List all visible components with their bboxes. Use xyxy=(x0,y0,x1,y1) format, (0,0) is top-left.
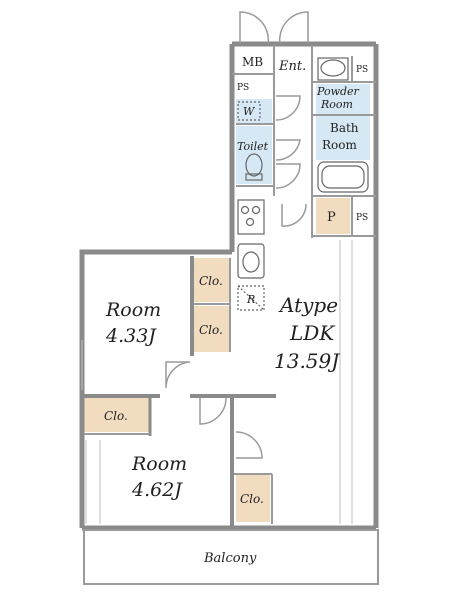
room1-size: 4.33J xyxy=(105,325,157,347)
p-label: P xyxy=(327,210,336,225)
sink-icon xyxy=(320,59,346,77)
storage-areas xyxy=(84,198,350,522)
bath-label-2: Room xyxy=(322,138,357,152)
closet-a-label: Clo. xyxy=(199,274,223,288)
ldk-label-1: Atype xyxy=(278,293,338,317)
powder-label-1: Powder xyxy=(316,85,360,98)
bath-label-1: Bath xyxy=(330,121,359,135)
bath-room xyxy=(316,116,370,160)
refrigerator-icon xyxy=(237,285,265,311)
toilet-label: Toilet xyxy=(237,140,269,153)
toilet-room xyxy=(236,126,272,184)
room2-name: Room xyxy=(131,453,187,475)
ps-label-top-right: PS xyxy=(356,65,368,75)
closet-d xyxy=(236,474,270,522)
ldk-label-3: 13.59J xyxy=(274,349,340,373)
balcony xyxy=(83,529,379,585)
walls xyxy=(79,41,379,531)
toilet-icon xyxy=(245,153,263,177)
stove-icon xyxy=(237,199,265,235)
partitions xyxy=(84,44,376,524)
powder-room xyxy=(316,84,370,114)
ent-label: Ent. xyxy=(278,59,306,74)
pantry xyxy=(316,198,350,234)
balcony-label: Balcony xyxy=(203,551,257,566)
room1-name: Room xyxy=(105,299,161,321)
closet-a xyxy=(194,258,230,302)
mb-label: MB xyxy=(242,55,263,69)
washer-area xyxy=(236,99,272,123)
closet-c xyxy=(84,398,150,432)
wet-areas xyxy=(236,84,370,184)
labels: MB Ent. PS PS W Powder Room Bath Room To… xyxy=(104,55,368,566)
closet-d-label: Clo. xyxy=(240,492,264,506)
w-label: W xyxy=(243,105,256,118)
room2-size: 4.62J xyxy=(131,479,183,501)
closet-b-label: Clo. xyxy=(199,323,223,337)
ps-label-top-left: PS xyxy=(237,83,249,93)
ldk-label-2: LDK xyxy=(289,321,335,345)
fixtures xyxy=(81,57,369,524)
closet-c-label: Clo. xyxy=(104,409,128,423)
r-label: R xyxy=(246,293,255,306)
doors xyxy=(165,11,309,459)
vanity-icon xyxy=(317,57,349,81)
bathtub-icon xyxy=(317,161,369,193)
closet-b xyxy=(194,306,230,352)
powder-label-2: Room xyxy=(320,98,353,111)
kitchen-sink-icon xyxy=(237,243,265,279)
ps-label-mid: PS xyxy=(356,213,368,223)
